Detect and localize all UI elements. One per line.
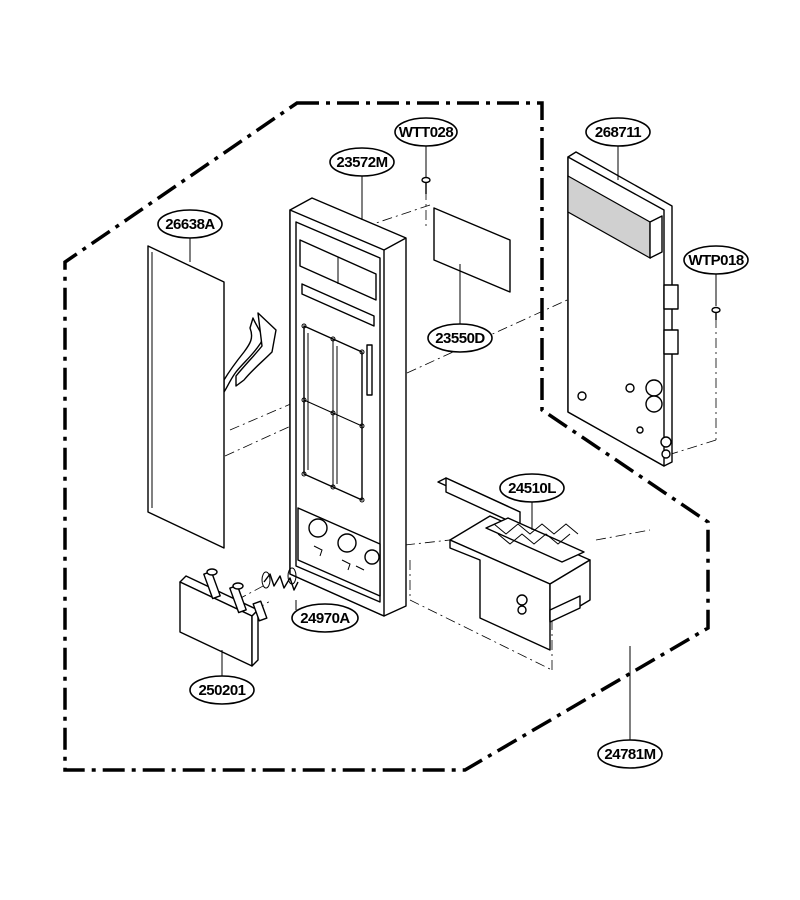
assembly-boundary [63,101,710,772]
callout-label: 24781M [604,746,655,763]
screw-wtp018-part [711,306,721,320]
callout-23550d: 23550D [427,323,493,353]
push-button-part [179,568,268,667]
pcb-part [567,151,679,467]
callout-26638a: 26638A [157,209,223,239]
callout-wtt028: WTT028 [394,117,458,147]
callout-label: WTP018 [688,252,744,269]
callout-23572m: 23572M [329,147,395,177]
leader-lines [189,146,717,740]
control-panel-housing-part [289,197,407,617]
lever-assembly-part [437,477,591,651]
callout-label: 24510L [508,480,556,497]
callout-label: 26638A [165,216,215,233]
callout-24781m: 24781M [597,739,663,769]
callout-label: 250201 [198,682,245,699]
callout-label: 268711 [595,124,641,141]
callout-label: WTT028 [399,124,454,141]
callout-250201: 250201 [189,675,255,705]
alignment-lines [224,190,717,671]
spring-part [261,567,299,591]
callout-268711: 268711 [585,117,651,147]
callout-label: 23550D [435,330,485,347]
window-sheet-part [433,207,511,293]
callout-wtp018: WTP018 [683,245,749,275]
membrane-panel-part [147,245,277,549]
callout-24970a: 24970A [291,603,359,633]
callout-24510l: 24510L [499,473,565,503]
screw-wtt028-part [421,176,431,194]
callout-label: 24970A [300,610,350,627]
callout-label: 23572M [336,154,387,171]
